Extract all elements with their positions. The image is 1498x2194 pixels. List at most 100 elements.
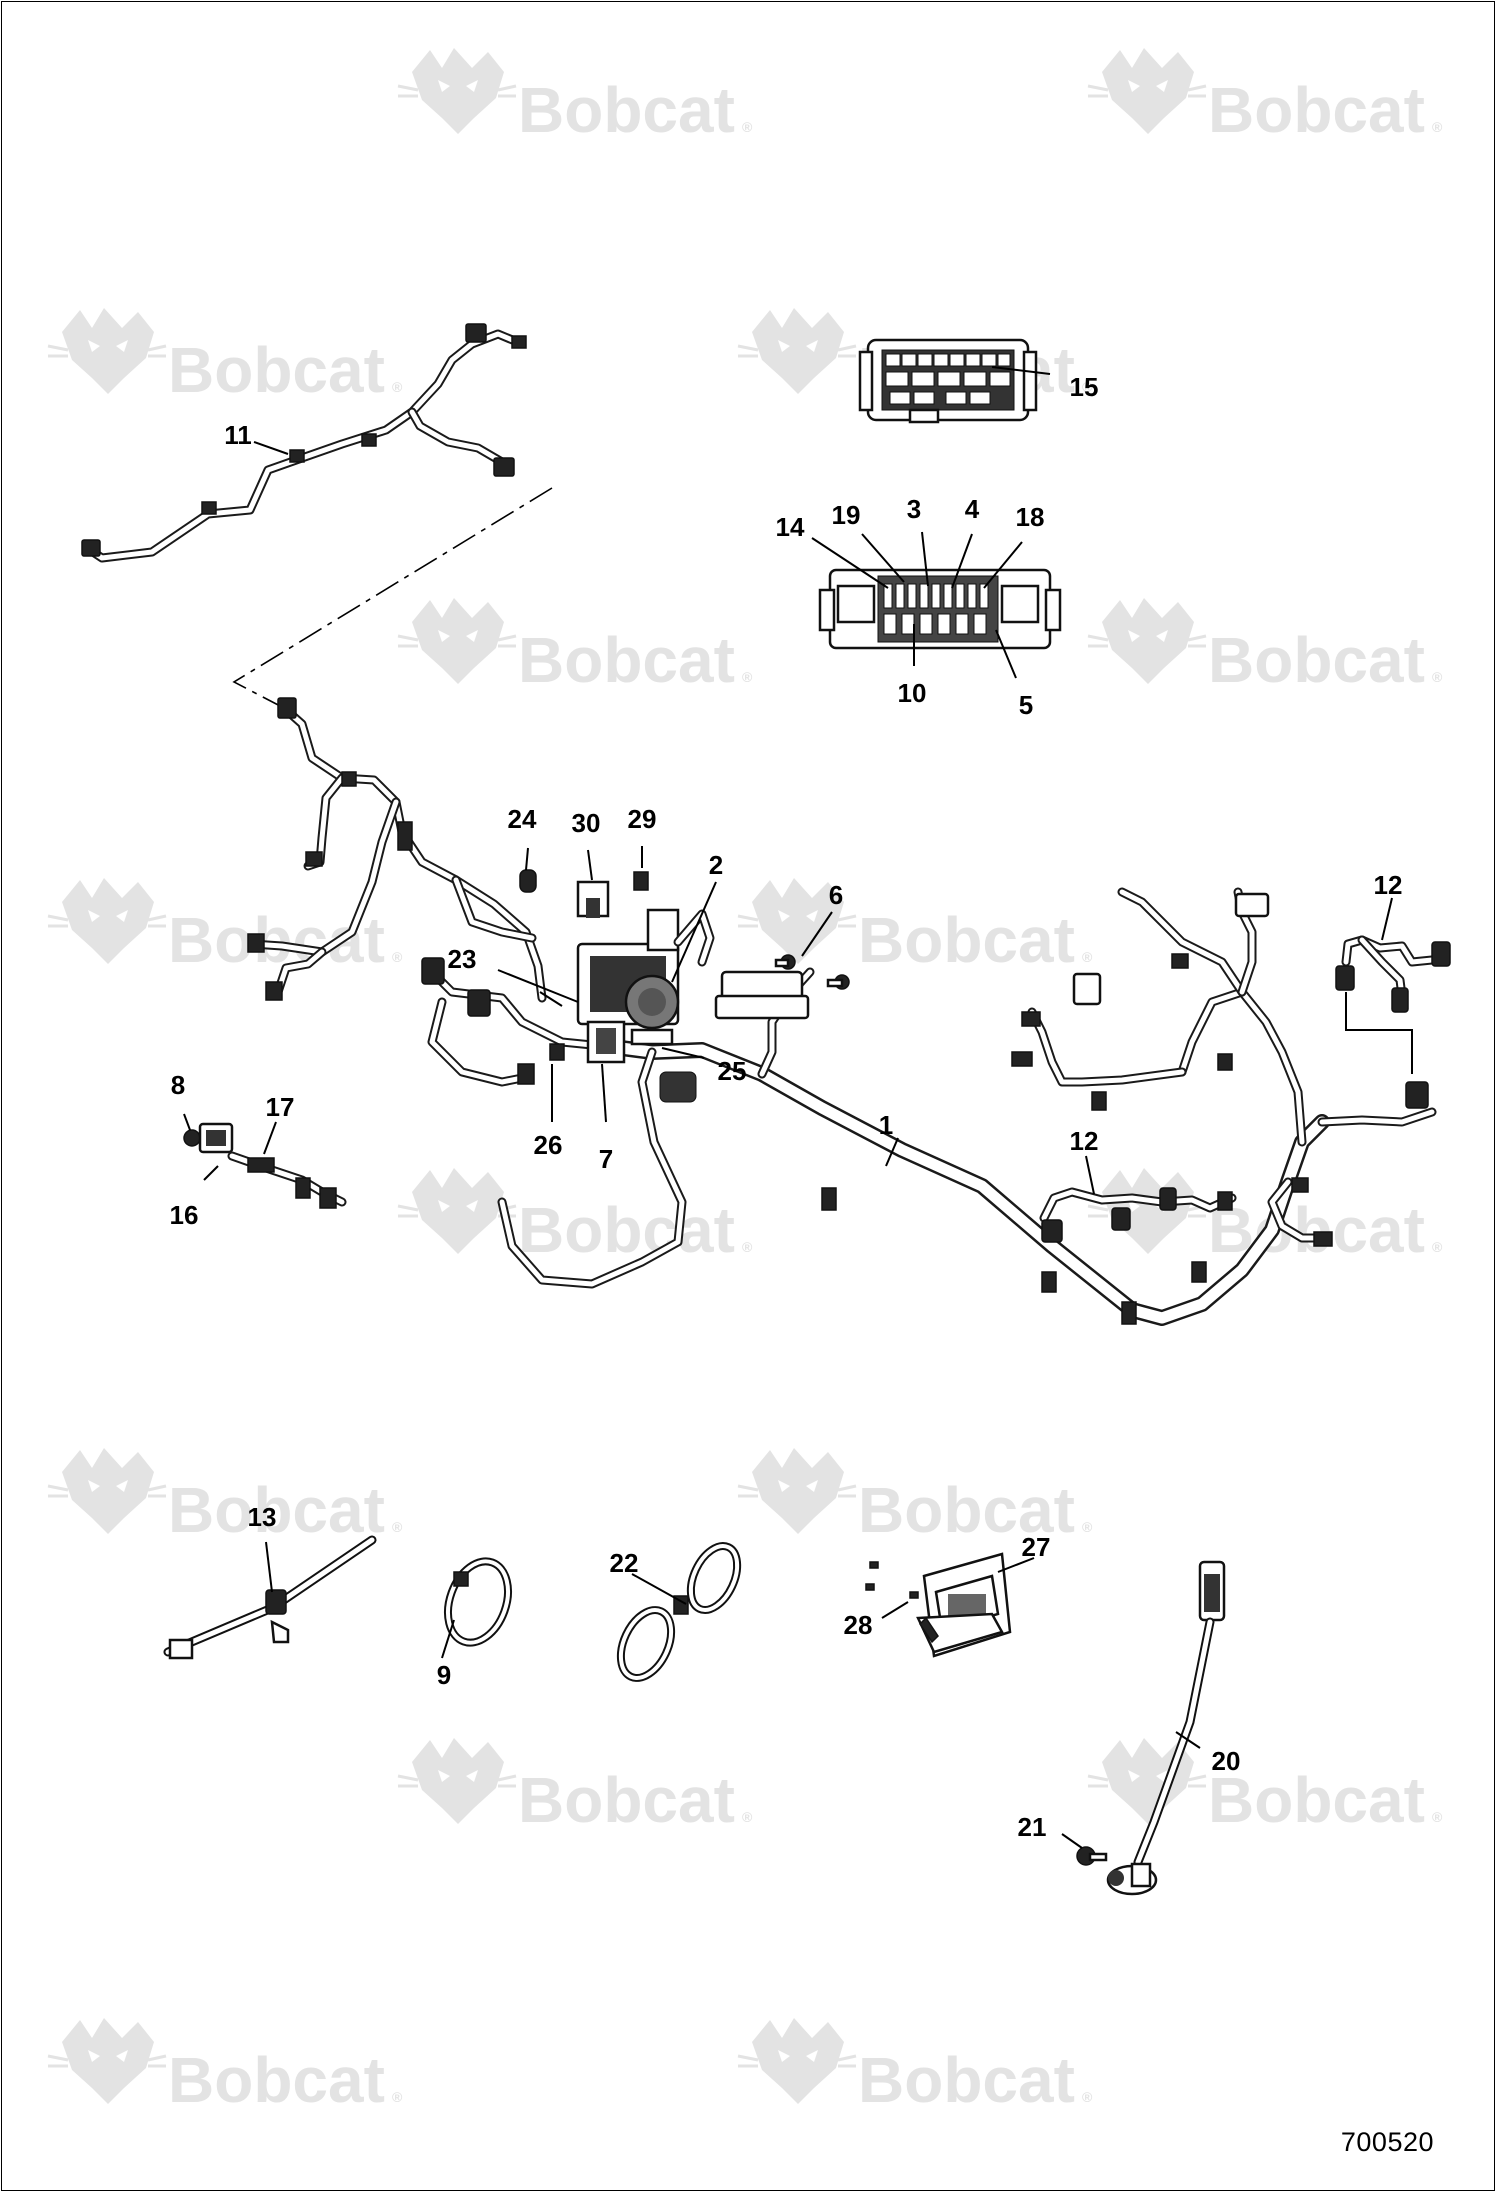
callout-labels: 1 2 3 4 5 6 7 8 9 10 11 12 12 13 14 15 1… — [170, 372, 1403, 1842]
watermark-brand: Bobcat — [1208, 624, 1425, 696]
module-27-28 — [865, 1552, 1012, 1658]
callout-23: 23 — [448, 944, 477, 974]
watermark-registered-mark: ® — [742, 119, 753, 135]
watermark-brand: Bobcat — [1208, 1194, 1425, 1266]
bobcat-logo-icon — [46, 1446, 168, 1536]
callout-16: 16 — [170, 1200, 199, 1230]
bobcat-logo-icon — [1086, 596, 1208, 686]
bobcat-logo-icon — [396, 596, 518, 686]
callout-9: 9 — [437, 1660, 451, 1690]
watermark-brand: Bobcat — [858, 2044, 1075, 2116]
bobcat-logo-icon — [736, 1446, 858, 1536]
bobcat-logo-icon — [1086, 1166, 1208, 1256]
callout-17: 17 — [266, 1092, 295, 1122]
callout-6: 6 — [829, 880, 843, 910]
callout-27: 27 — [1022, 1532, 1051, 1562]
watermark-registered-mark: ® — [1432, 669, 1443, 685]
watermark-brand: Bobcat — [1208, 1764, 1425, 1836]
callout-8: 8 — [171, 1070, 185, 1100]
callout-26: 26 — [534, 1130, 563, 1160]
watermark-brand: Bobcat — [858, 904, 1075, 976]
watermark-registered-mark: ® — [392, 1519, 403, 1535]
main-harness-1 — [497, 887, 1437, 1326]
watermark-registered-mark: ® — [392, 2089, 403, 2105]
watermark-tile: Bobcat® — [46, 2016, 403, 2116]
cable-tie-9 — [444, 1557, 512, 1647]
bobcat-logo-icon — [46, 2016, 168, 2106]
callout-12b: 12 — [1070, 1126, 1099, 1156]
watermark-brand: Bobcat — [858, 1474, 1075, 1546]
harness-11 — [81, 323, 527, 563]
callout-18: 18 — [1016, 502, 1045, 532]
callout-29: 29 — [628, 804, 657, 834]
watermark-tile: Bobcat ® — [46, 1446, 403, 1546]
watermark-registered-mark: ® — [1082, 949, 1093, 965]
watermark-registered-mark: ® — [1432, 119, 1443, 135]
watermark-tile: Bobcat ® — [396, 46, 753, 146]
callout-28: 28 — [844, 1610, 873, 1640]
bobcat-logo-icon — [736, 306, 858, 396]
callout-20: 20 — [1212, 1746, 1241, 1776]
left-harness-branch — [247, 697, 547, 1003]
watermark-registered-mark: ® — [1082, 2089, 1093, 2105]
callout-30: 30 — [572, 808, 601, 838]
watermark-registered-mark: ® — [1082, 1519, 1093, 1535]
callout-25: 25 — [718, 1056, 747, 1086]
callout-5: 5 — [1019, 690, 1033, 720]
callout-11: 11 — [224, 420, 252, 450]
watermark-brand: Bobcat — [518, 1194, 735, 1266]
bobcat-logo-icon — [1086, 46, 1208, 136]
watermark-tile: Bobcat ® — [1086, 1736, 1443, 1836]
screws-6 — [774, 954, 850, 990]
callout-10: 10 — [898, 678, 927, 708]
bobcat-logo-icon — [396, 46, 518, 136]
harness-12-lower — [1039, 1187, 1237, 1243]
callout-15: 15 — [1070, 372, 1099, 402]
watermark-registered-mark: ® — [742, 1809, 753, 1825]
sensor-20 — [1106, 1560, 1226, 1896]
watermark-tile: Bobcat® — [46, 306, 403, 406]
callout-19: 19 — [832, 500, 861, 530]
leader-lines — [183, 366, 1393, 1849]
watermark-brand: Bobcat — [168, 1474, 385, 1546]
bobcat-logo-icon — [396, 1166, 518, 1256]
watermark-registered-mark: ® — [1432, 1809, 1443, 1825]
sensor-assembly-16-17 — [183, 1122, 347, 1209]
bobcat-logo-icon — [46, 306, 168, 396]
callout-4: 4 — [965, 494, 980, 524]
watermark-tile: Bobcat ® — [736, 876, 1093, 976]
cable-tie-22 — [616, 1542, 742, 1682]
callout-7: 7 — [599, 1144, 613, 1174]
watermark-tile: Bobcat ® — [46, 876, 403, 976]
bobcat-logo-icon — [396, 1736, 518, 1826]
watermark-brand: Bobcat — [518, 1764, 735, 1836]
watermark-tile: Bobcat ® — [736, 1446, 1093, 1546]
callout-22: 22 — [610, 1548, 639, 1578]
central-fuse-panel — [421, 869, 810, 1103]
watermark-registered-mark: ® — [392, 379, 403, 395]
watermark-tile: Bobcat® — [396, 596, 753, 696]
watermark-tile: Bobcat ® — [396, 1736, 753, 1836]
watermark-registered-mark: ® — [742, 1239, 753, 1255]
cable-tie-mount-13 — [163, 1535, 377, 1660]
watermark-tile: Bobcat ® — [396, 1166, 753, 1266]
callout-1: 1 — [879, 1110, 893, 1140]
watermark-brand: Bobcat — [168, 904, 385, 976]
connection-line-11 — [232, 487, 553, 709]
fuse-block — [818, 568, 1062, 650]
watermark-tile: Bobcat ® — [1086, 596, 1443, 696]
callout-3: 3 — [907, 494, 921, 524]
watermark-brand: Bobcat — [518, 74, 735, 146]
watermark-tile: Bobcat ® — [736, 2016, 1093, 2116]
callout-21: 21 — [1018, 1812, 1047, 1842]
callout-2: 2 — [709, 850, 723, 880]
fuse-box-15 — [858, 338, 1038, 424]
callout-14: 14 — [776, 512, 805, 542]
watermark-brand: Bobcat — [518, 624, 735, 696]
callout-13: 13 — [248, 1502, 277, 1532]
watermark-registered-mark: ® — [392, 949, 403, 965]
watermark-brand: Bobcat — [1208, 74, 1425, 146]
harness-12-upper — [1335, 935, 1451, 1074]
